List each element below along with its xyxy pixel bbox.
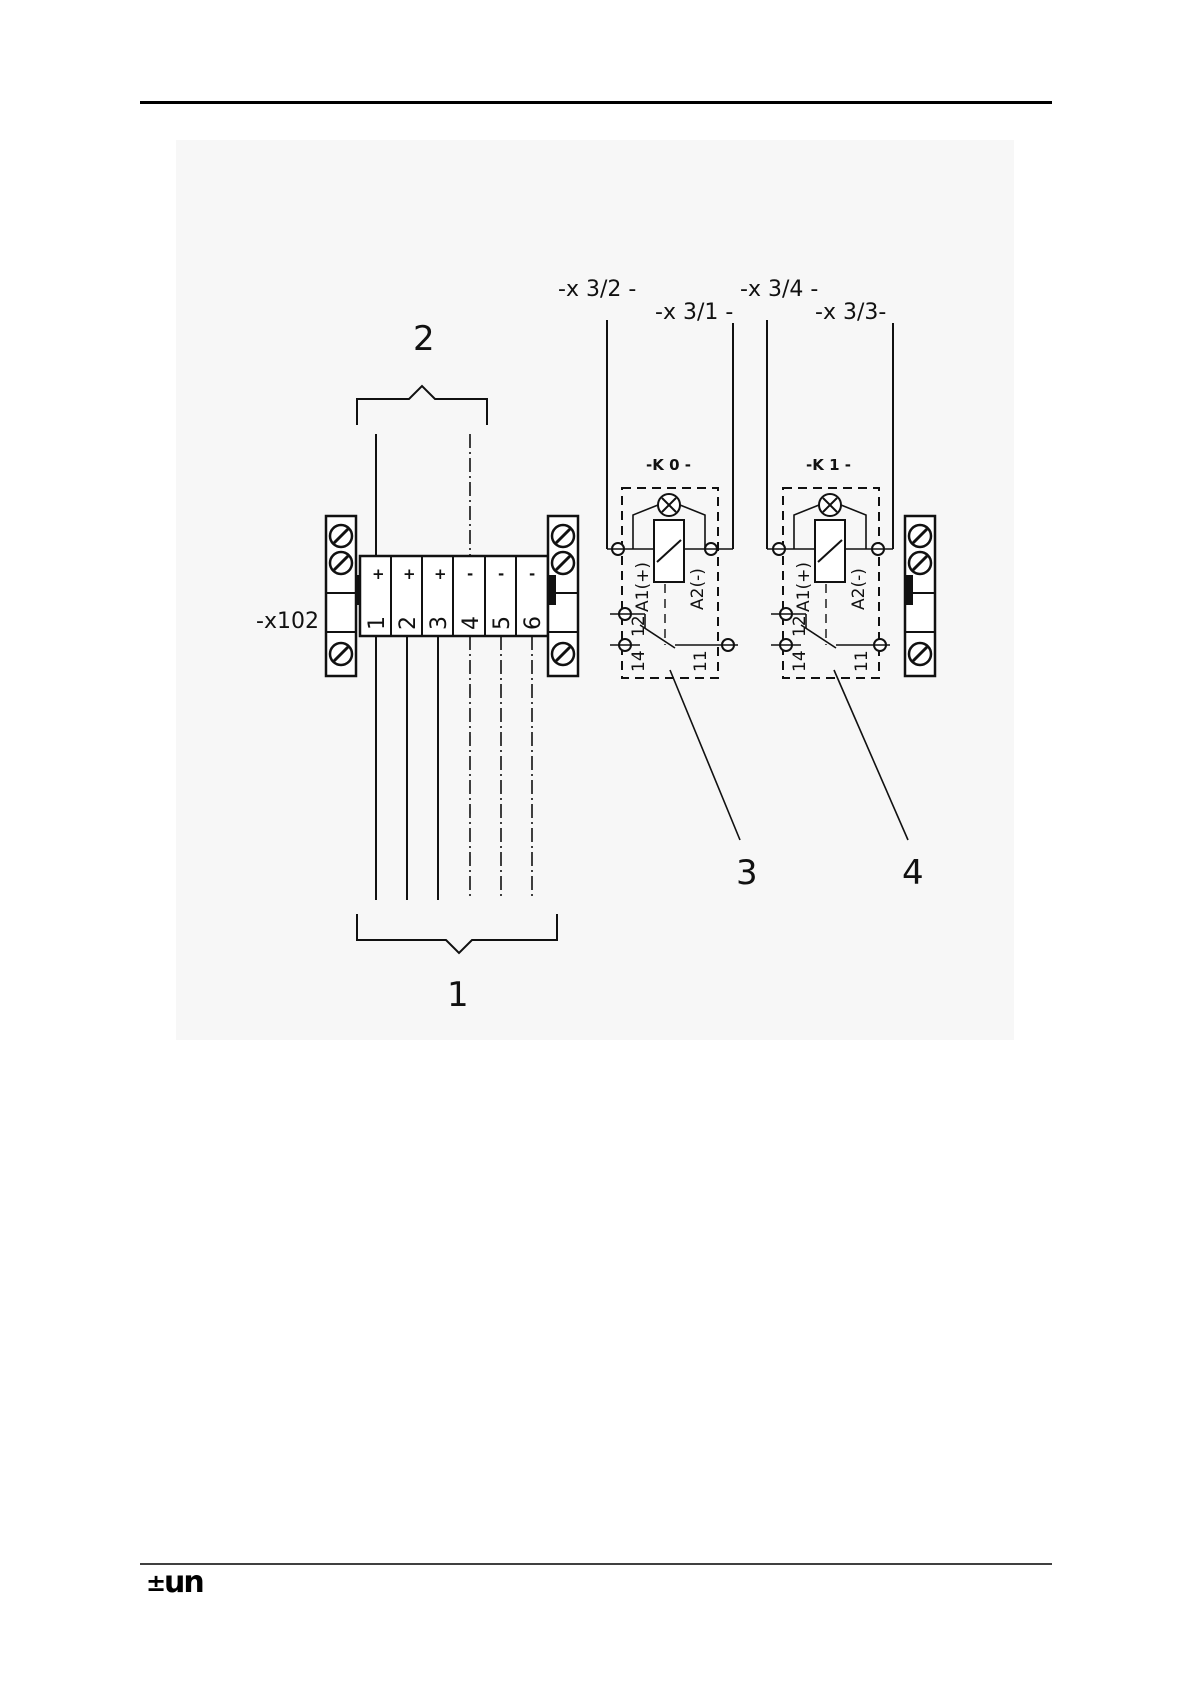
polarity-6: - — [529, 565, 535, 583]
callout-2: 2 — [413, 319, 435, 359]
terminal-number-1: 1 — [365, 616, 390, 630]
k1-terminal-11: 11 — [852, 650, 872, 672]
k0-terminal-a1: A1(+) — [633, 562, 653, 612]
terminal-number-5: 5 — [490, 616, 515, 630]
k0-terminal-12: 12 — [629, 615, 649, 637]
k1-terminal-a1: A1(+) — [794, 562, 814, 612]
drawing-area — [176, 140, 1014, 1040]
callout-1: 1 — [447, 975, 469, 1015]
callout-3: 3 — [736, 853, 758, 893]
k1-terminal-14: 14 — [790, 650, 810, 672]
polarity-5: - — [498, 565, 504, 583]
k0-terminal-14: 14 — [629, 650, 649, 672]
label-x3-4: -x 3/4 - — [740, 277, 818, 302]
polarity-2: + — [403, 565, 416, 583]
right-end-bracket — [548, 516, 578, 676]
label-k0: -K 0 - — [646, 456, 691, 474]
polarity-4: - — [467, 565, 473, 583]
k1-terminal-12: 12 — [790, 615, 810, 637]
company-logo: ± un — [146, 1565, 203, 1600]
k0-terminal-11: 11 — [691, 650, 711, 672]
polarity-1: + — [372, 565, 385, 583]
terminal-number-6: 6 — [521, 616, 546, 630]
label-x3-2: -x 3/2 - — [558, 277, 636, 302]
label-x3-1: -x 3/1 - — [655, 300, 733, 325]
label-k1: -K 1 - — [806, 456, 851, 474]
label-x102: -x102 — [256, 609, 319, 634]
label-x3-3: -x 3/3- — [815, 300, 886, 325]
terminal-number-4: 4 — [459, 616, 484, 630]
logo-text: un — [164, 1565, 203, 1600]
terminal-number-2: 2 — [396, 616, 421, 630]
callout-4: 4 — [902, 853, 924, 893]
terminal-number-3: 3 — [427, 616, 452, 630]
k0-terminal-a2: A2(-) — [688, 568, 708, 610]
k1-terminal-a2: A2(-) — [849, 568, 869, 610]
polarity-3: + — [434, 565, 447, 583]
far-right-end-bracket — [905, 516, 935, 676]
